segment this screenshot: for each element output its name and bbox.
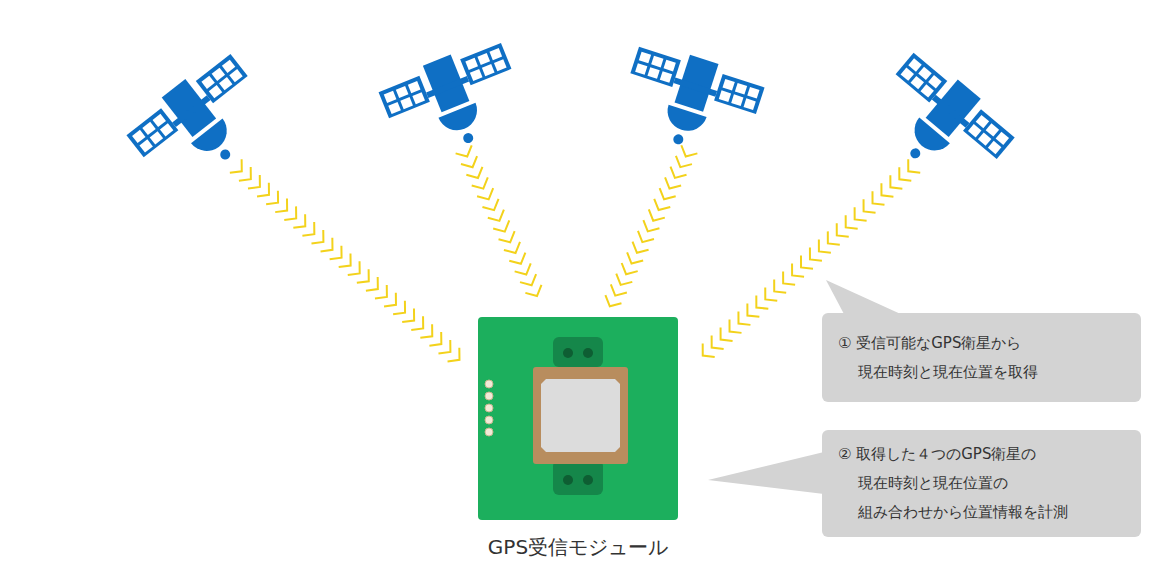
signal-chevron [633,242,649,253]
signal-chevron [461,156,477,167]
signal-chevron [681,145,697,156]
signal-chevron [638,231,654,242]
signal-chevron [311,230,323,244]
signal-chevron [302,222,314,236]
signal-chevron [456,145,472,156]
signal-chevron [611,284,627,295]
signal-chevron [676,156,692,167]
signal-chevron [747,303,759,316]
satellite [122,48,281,199]
signal-chevron [864,199,876,212]
signal-chevron [330,246,342,260]
signal-chevron [721,327,733,340]
signal-chevron [774,279,786,292]
signal-chevron [703,344,715,357]
signal-chevron [872,191,884,204]
signal-chevron [520,274,536,285]
signal-chevron [357,269,369,283]
signal-chevron [649,209,665,220]
gps-module: GPS受信モジュール [478,317,678,520]
signal-chevron [482,199,498,210]
signal-chevron [738,311,750,324]
signal-chevron [448,348,460,362]
signal-chevron [792,263,804,276]
satellite [862,47,1020,200]
module-label: GPS受信モジュール [418,534,738,561]
signal-chevron [493,220,509,231]
signal-chevron [466,167,482,178]
signal-chevron [248,175,260,189]
callout-box: ① 受信可能なGPS衛星から 現在時刻と現在位置を取得 [822,313,1141,402]
signal-chevron [881,183,893,196]
signal-chevron [627,252,643,263]
signal-chevron [472,177,488,188]
signal-chevron [321,238,333,252]
signal-chevron [730,319,742,332]
signal-chevron [899,167,911,180]
signal-chevron [230,159,242,173]
callout-box: ② 取得した４つのGPS衛星の 現在時刻と現在位置の 組み合わせから位置情報を計… [822,430,1141,537]
signal-chevron [846,215,858,228]
signal-chevron [654,199,670,210]
callout-tail [826,280,905,316]
signal-chevron [509,253,525,264]
signal-chevron [477,188,493,199]
callout-text: ② 取得した４つのGPS衛星の 現在時刻と現在位置の 組み合わせから位置情報を計… [838,440,1125,527]
signal-chevron [438,340,450,354]
signal-chevron [890,175,902,188]
signal-chevron [266,191,278,205]
signal-chevron [828,231,840,244]
signal-chevron [783,271,795,284]
signal-chevron [420,324,432,338]
signal-chevron [384,293,396,307]
signal-chevron [348,261,360,275]
satellite [614,39,767,164]
signal-chevron [275,199,287,213]
signal-chevron [605,295,621,306]
signal-chevron [257,183,269,197]
signal-chevron [411,316,423,330]
signal-chevron [239,167,251,181]
signal-chevron [515,263,531,274]
signal-chevron [504,242,520,253]
signal-chevron [616,274,632,285]
signal-chevron [801,255,813,268]
signal-chevron [284,206,296,220]
signal-chevron [712,335,724,348]
signal-chevron [837,223,849,236]
callout-text: ① 受信可能なGPS衛星から 現在時刻と現在位置を取得 [838,329,1125,387]
signal-chevron [293,214,305,228]
signal-chevron [375,285,387,299]
signal-chevron [855,207,867,220]
signal-chevron [819,239,831,252]
signal-chevron [643,220,659,231]
signal-chevron [756,295,768,308]
signal-chevron [339,254,351,268]
signal-chevron [366,277,378,291]
signal-chevron [670,167,686,178]
signal-chevron [622,263,638,274]
signal-chevron [393,301,405,315]
signal-chevron [810,247,822,260]
signal-chevron [525,285,541,296]
signal-chevron [908,159,920,172]
signal-chevron [499,231,515,242]
signal-chevron [488,210,504,221]
signal-chevron [402,308,414,322]
signal-chevron [660,188,676,199]
module-chip [478,317,678,520]
signal-chevron [665,177,681,188]
satellite [376,35,532,167]
signal-chevron [765,287,777,300]
callout-tail [708,452,824,494]
signal-chevron [429,332,441,346]
